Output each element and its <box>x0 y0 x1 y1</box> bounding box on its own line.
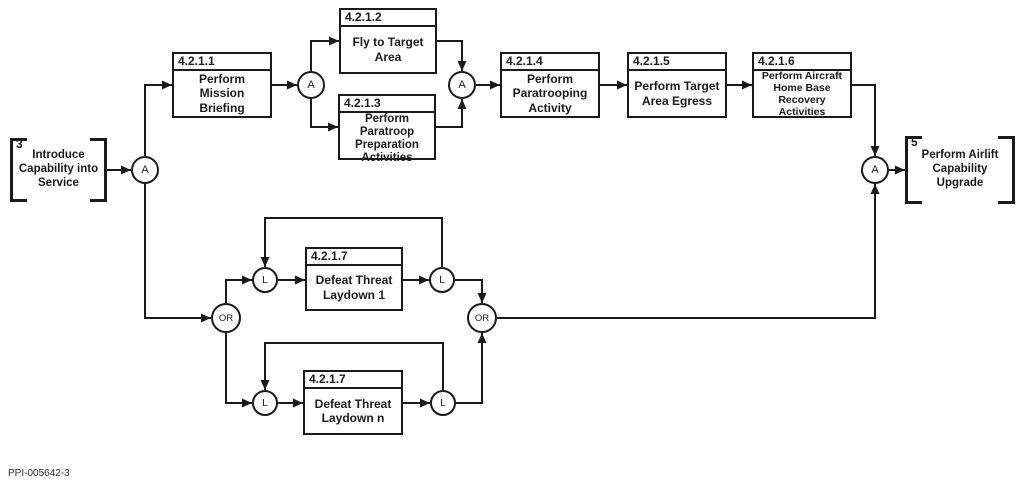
bracket-right-icon <box>90 138 107 202</box>
connector-4216-to-and4 <box>852 84 880 156</box>
connector-loop4-to-or2 <box>456 333 487 404</box>
activity-block-4216: 4.2.1.6 Perform Aircraft Home Base Recov… <box>752 52 852 118</box>
connector-or2-to-and4 <box>497 184 880 319</box>
block-number: 4.2.1.7 <box>305 372 401 389</box>
block-label: Perform Target Area Egress <box>634 79 720 108</box>
ref-number: 5 <box>911 135 918 149</box>
and-node-exit: A <box>861 156 889 184</box>
connector-4213-to-and3 <box>436 99 467 128</box>
bracket-left-icon <box>10 138 27 202</box>
loop-node-n-entry: L <box>252 390 278 416</box>
loop-node-n-exit: L <box>430 390 456 416</box>
ref-label: Perform Airlift Capability Upgrade <box>921 149 999 189</box>
connector-or1-to-loop3 <box>225 333 252 408</box>
block-number: 4.2.1.5 <box>629 54 725 71</box>
bracket-right-icon <box>998 136 1015 204</box>
connector-loop2-to-or2 <box>455 279 487 303</box>
activity-block-4215: 4.2.1.5 Perform Target Area Egress <box>627 52 727 118</box>
block-number: 4.2.1.1 <box>174 54 270 71</box>
bracket-left-icon <box>905 136 922 204</box>
connector-loop4-feedback-loop3 <box>260 342 444 390</box>
loop-node-1-exit: L <box>429 267 455 293</box>
block-label: Defeat Threat Laydown n <box>314 396 392 425</box>
block-number: 4.2.1.6 <box>754 54 850 71</box>
and-node-split: A <box>297 71 325 99</box>
ref-block-airlift-upgrade: 5 Perform Airlift Capability Upgrade <box>905 135 1015 204</box>
or-node-split: OR <box>211 303 241 333</box>
block-number: 4.2.1.7 <box>307 249 401 266</box>
block-label: Perform Aircraft Home Base Recovery Acti… <box>761 70 843 118</box>
block-label: Perform Paratroop Preparation Activities <box>355 113 419 165</box>
ref-label: Introduce Capability into Service <box>18 149 99 189</box>
activity-block-4217-laydown-n: 4.2.1.7 Defeat Threat Laydown n <box>303 370 403 435</box>
block-label: Fly to Target Area <box>352 35 424 64</box>
and-node-join: A <box>448 71 476 99</box>
activity-block-4214: 4.2.1.4 Perform Paratrooping Activity <box>500 52 600 118</box>
activity-block-4213: 4.2.1.3 Perform Paratroop Preparation Ac… <box>338 94 436 164</box>
block-label: Perform Mission Briefing <box>198 72 245 115</box>
activity-block-4211: 4.2.1.1 Perform Mission Briefing <box>172 52 272 118</box>
connector-and2-to-4213 <box>310 99 338 132</box>
and-node-entry: A <box>131 156 159 184</box>
activity-block-4212: 4.2.1.2 Fly to Target Area <box>339 8 437 74</box>
activity-block-4217-laydown1: 4.2.1.7 Defeat Threat Laydown 1 <box>305 247 403 311</box>
connector-or1-to-loop1 <box>225 275 252 303</box>
block-number: 4.2.1.4 <box>502 54 598 71</box>
block-label: Defeat Threat Laydown 1 <box>315 273 393 302</box>
block-label: Perform Paratrooping Activity <box>512 72 588 115</box>
connector-and1-to-or1 <box>144 184 211 323</box>
connector-loop2-feedback-loop1 <box>260 217 443 267</box>
ref-block-introduce-capability: 3 Introduce Capability into Service <box>10 137 107 202</box>
or-node-join: OR <box>467 303 497 333</box>
connector-4212-to-and3 <box>437 40 467 71</box>
ref-number: 3 <box>16 137 23 151</box>
block-number: 4.2.1.3 <box>340 96 434 113</box>
connector-and2-to-4212 <box>310 36 339 71</box>
connector-and1-to-4211 <box>144 80 172 156</box>
block-number: 4.2.1.2 <box>341 10 435 27</box>
loop-node-1-entry: L <box>252 267 278 293</box>
figure-id-label: PPI-005642-3 <box>8 468 70 479</box>
